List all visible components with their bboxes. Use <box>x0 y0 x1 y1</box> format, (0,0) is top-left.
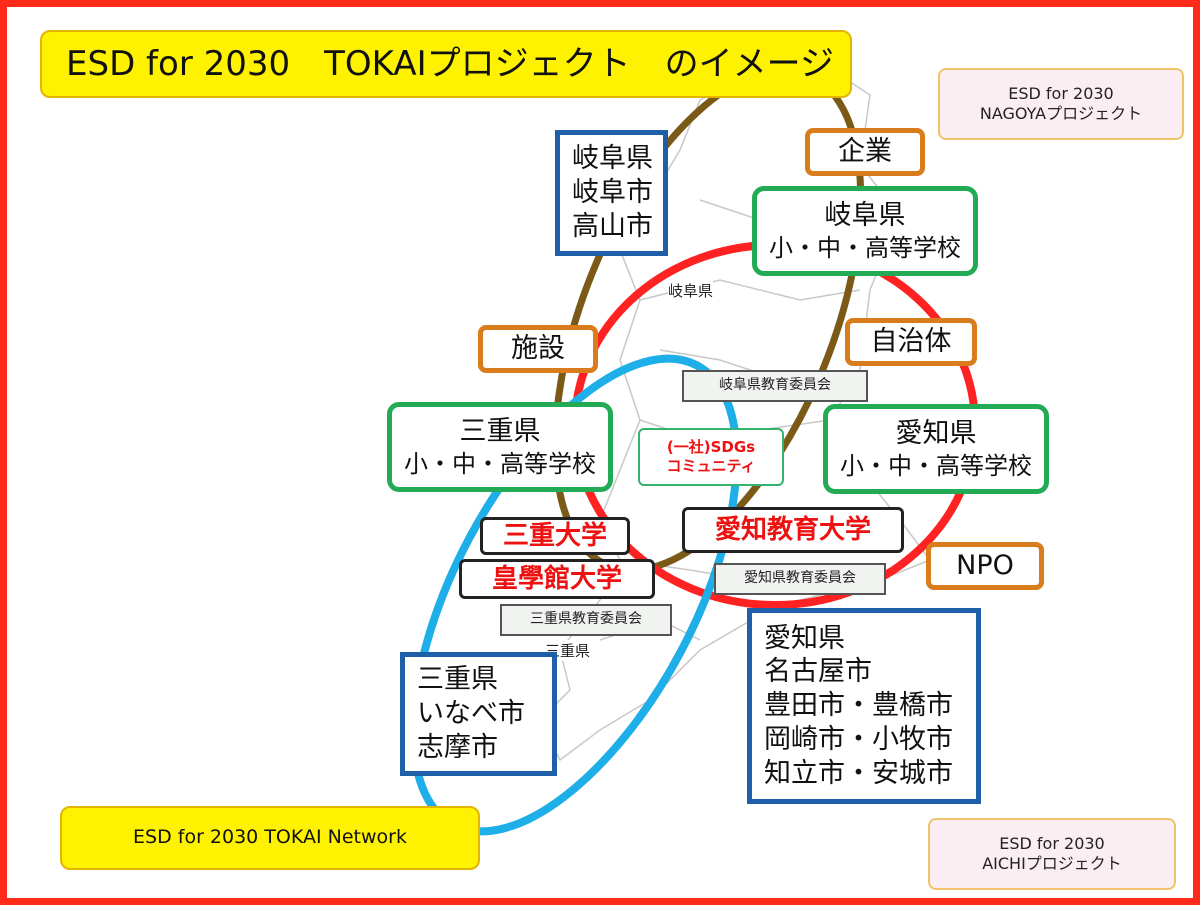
kogakkan-university-box: 皇學館大学 <box>459 559 655 599</box>
aichi-gov-line: 豊田市・豊橋市 <box>764 690 953 722</box>
gifu-schools-pref: 岐阜県 <box>824 200 906 232</box>
community-line2: コミュニティ <box>666 457 756 475</box>
aichi-project-line2: AICHIプロジェクト <box>982 854 1122 873</box>
nagoya-project-box: ESD for 2030 NAGOYAプロジェクト <box>938 68 1184 140</box>
municipality-label: 自治体 <box>870 326 952 358</box>
aichi-edu-university-label: 愛知教育大学 <box>714 514 871 545</box>
gifu-gov-line: 岐阜市 <box>572 177 653 209</box>
community-line1: (一社)SDGs <box>666 438 756 457</box>
network-label-box: ESD for 2030 TOKAI Network <box>60 806 480 870</box>
aichi-gov-line: 愛知県 <box>764 622 845 654</box>
aichi-schools-pref: 愛知県 <box>895 418 977 450</box>
aichi-project-line1: ESD for 2030 <box>999 834 1105 853</box>
aichi-gov-line: 岡崎市・小牧市 <box>764 723 953 755</box>
gifu-board-label: 岐阜県教育委員会 <box>719 377 831 394</box>
aichi-board-label: 愛知県教育委員会 <box>744 570 856 587</box>
gifu-gov-line: 高山市 <box>572 210 653 242</box>
mie-board-label: 三重県教育委員会 <box>530 611 642 628</box>
aichi-government-box: 愛知県 名古屋市 豊田市・豊橋市 岡崎市・小牧市 知立市・安城市 <box>747 608 981 804</box>
aichi-project-box: ESD for 2030 AICHIプロジェクト <box>928 818 1176 890</box>
npo-label: NPO <box>956 550 1014 582</box>
aichi-gov-line: 知立市・安城市 <box>764 757 953 789</box>
nagoya-project-line1: ESD for 2030 <box>1008 84 1114 103</box>
network-label: ESD for 2030 TOKAI Network <box>133 826 407 849</box>
company-box: 企業 <box>805 128 925 176</box>
mie-schools-box: 三重県 小・中・高等学校 <box>387 402 613 492</box>
nagoya-project-line2: NAGOYAプロジェクト <box>979 104 1143 123</box>
facility-label: 施設 <box>511 333 565 365</box>
mie-university-label: 三重大学 <box>502 520 607 551</box>
mie-gov-line: 三重県 <box>417 664 498 696</box>
npo-box: NPO <box>926 542 1044 590</box>
map-label-gifu: 岐阜県 <box>668 280 714 301</box>
sdgs-community-box: (一社)SDGs コミュニティ <box>638 428 784 486</box>
gifu-government-box: 岐阜県 岐阜市 高山市 <box>555 130 668 256</box>
gifu-gov-line: 岐阜県 <box>572 143 653 175</box>
mie-university-box: 三重大学 <box>480 517 630 555</box>
municipality-box: 自治体 <box>845 318 977 366</box>
title-text: ESD for 2030 TOKAIプロジェクト のイメージ <box>66 43 834 84</box>
aichi-gov-line: 名古屋市 <box>764 656 872 688</box>
mie-gov-line: 志摩市 <box>417 731 498 763</box>
diagram-title: ESD for 2030 TOKAIプロジェクト のイメージ <box>40 30 852 98</box>
aichi-edu-university-box: 愛知教育大学 <box>682 507 904 553</box>
mie-schools-level: 小・中・高等学校 <box>404 449 596 478</box>
company-label: 企業 <box>838 136 892 168</box>
gifu-schools-level: 小・中・高等学校 <box>769 233 961 262</box>
kogakkan-university-label: 皇學館大学 <box>491 563 622 594</box>
gifu-board-box: 岐阜県教育委員会 <box>682 370 868 402</box>
gifu-schools-box: 岐阜県 小・中・高等学校 <box>752 186 978 276</box>
mie-government-box: 三重県 いなべ市 志摩市 <box>400 652 557 776</box>
aichi-schools-level: 小・中・高等学校 <box>840 451 1032 480</box>
mie-gov-line: いなべ市 <box>417 698 525 730</box>
mie-schools-pref: 三重県 <box>459 416 541 448</box>
mie-board-box: 三重県教育委員会 <box>500 604 672 636</box>
aichi-schools-box: 愛知県 小・中・高等学校 <box>823 404 1049 494</box>
facility-box: 施設 <box>478 325 598 373</box>
aichi-board-box: 愛知県教育委員会 <box>714 563 886 595</box>
